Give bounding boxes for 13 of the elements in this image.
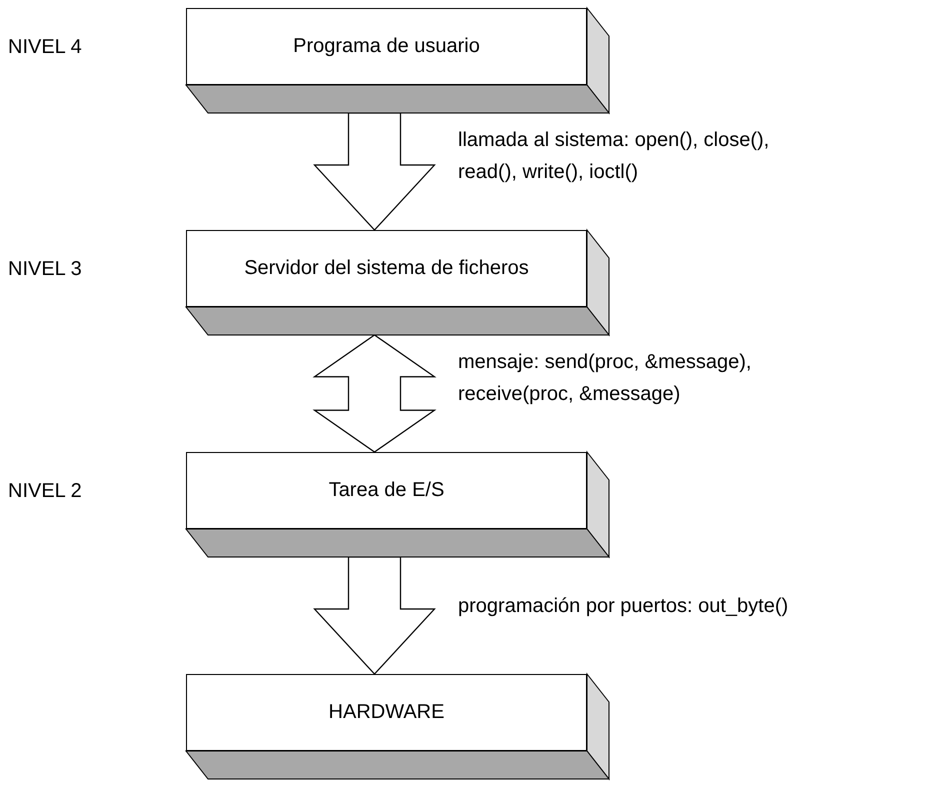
box-label: Servidor del sistema de ficheros (244, 257, 529, 280)
edge-label: mensaje: send(proc, &message), receive(proc, &message) (458, 350, 752, 407)
edge-label: programación por puertos: out_byte() (458, 594, 790, 619)
box-label: HARDWARE (328, 701, 444, 724)
level-label: NIVEL 2 (8, 480, 82, 503)
block-arrow (312, 334, 436, 453)
edge-label: llamada al sistema: open(), close(), read(), write(), ioctl() (458, 128, 770, 185)
level-label: NIVEL 3 (8, 258, 82, 281)
level-label: NIVEL 4 (8, 36, 82, 59)
box-label: Programa de usuario (293, 35, 480, 58)
box-label: Tarea de E/S (328, 479, 444, 502)
block-arrow (313, 112, 436, 231)
block-arrow (313, 556, 436, 675)
